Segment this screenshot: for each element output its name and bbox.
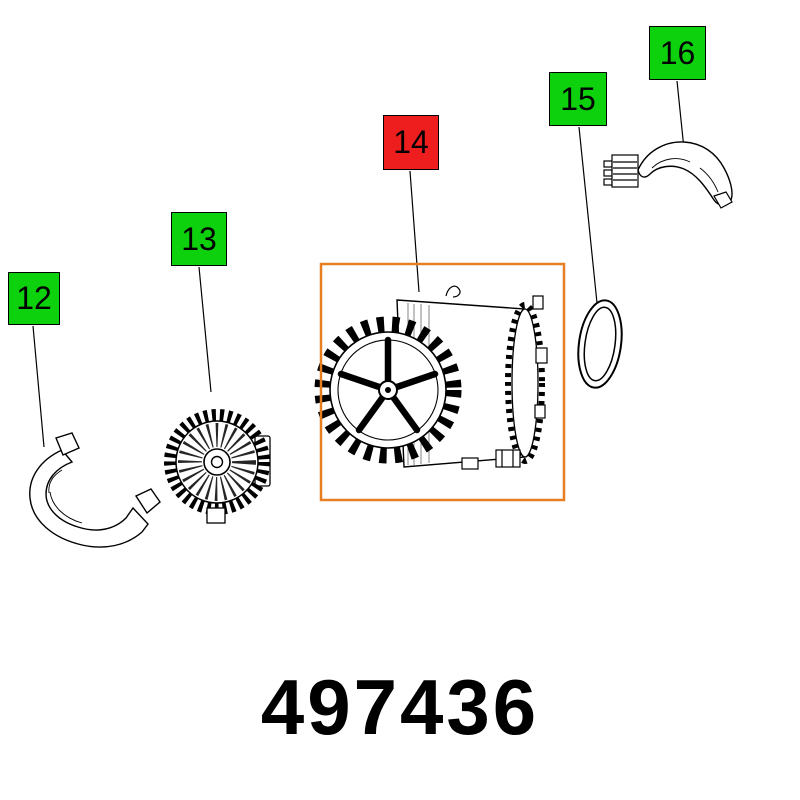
part-13-shaft-hole [210,455,224,469]
highlight-box-part-14 [319,262,566,502]
part-12-clip-right [134,488,161,515]
leader-line-14 [409,170,420,293]
part-number: 497436 [260,663,540,751]
part-13-drawing[interactable] [164,409,271,524]
leader-lines [32,80,685,448]
part-14-fins [314,316,462,464]
part-label-12[interactable]: 12 [8,272,60,325]
part-16-drawing[interactable] [603,141,733,209]
part-12-drawing[interactable] [29,432,161,548]
part-16-connector [603,154,639,188]
part-14-terminals [532,295,548,419]
part-14-end-cap [511,308,539,458]
part-12-contour [48,469,83,524]
part-13-bottom-tab [206,507,226,524]
part-13-ribs [178,423,256,501]
part-12-body[interactable] [29,449,149,548]
part-14-end-teeth [505,302,545,464]
part-16-clip [713,191,733,209]
part-15-inner [583,306,617,382]
leader-line-13 [198,266,212,393]
part-label-14[interactable]: 14 [383,115,439,170]
leader-line-12 [32,325,45,448]
part-label-15[interactable]: 15 [549,72,607,126]
part-label-13[interactable]: 13 [171,212,227,266]
part-15-drawing[interactable] [573,298,627,391]
part-14-feet [461,449,521,470]
part-14-wire [445,285,461,298]
part-12-clip-left [55,432,80,456]
part-14-shaft [385,387,391,393]
part-label-16[interactable]: 16 [649,26,706,80]
leader-line-15 [578,126,598,304]
part-16-arm-detail [651,158,719,193]
part-15-outer[interactable] [573,298,627,391]
leader-line-16 [676,80,685,150]
part-14-drawing[interactable] [314,285,548,470]
